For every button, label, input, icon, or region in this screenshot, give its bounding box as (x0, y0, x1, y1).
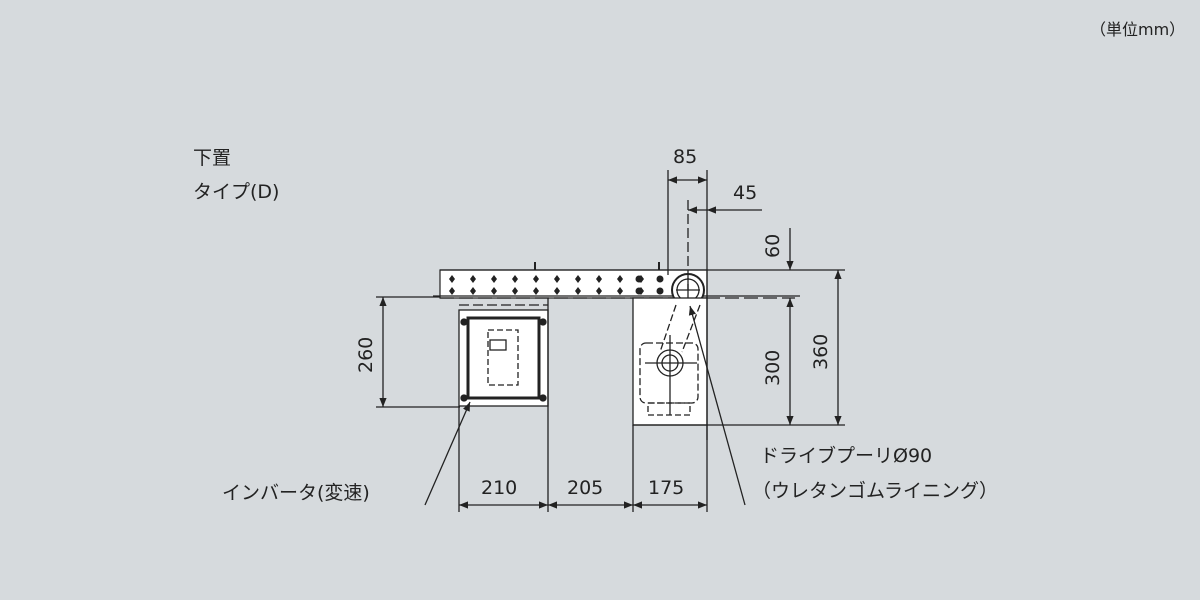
inverter-leader (424, 401, 471, 506)
roller-dot (491, 275, 497, 283)
roller-dot (470, 287, 476, 295)
roller-dot (533, 287, 539, 295)
dim-260: 260 (355, 336, 377, 373)
dim-175: 175 (648, 477, 685, 499)
pulley-leader (688, 305, 746, 506)
conveyor-dots (449, 275, 664, 295)
type-label-line1: 下置 (193, 147, 232, 169)
inverter-box (458, 304, 549, 407)
roller-dot (656, 287, 664, 295)
roller-dot (491, 287, 497, 295)
unit-note: （単位mm） (1090, 20, 1186, 39)
dim-205: 205 (567, 477, 604, 499)
dim-45: 45 (733, 182, 758, 204)
roller-dot (635, 275, 643, 283)
drive-pulley-callout-line1: ドライブプーリØ90 (760, 445, 933, 467)
roller-dot (575, 287, 581, 295)
roller-dot (512, 275, 518, 283)
roller-dot (449, 275, 455, 283)
roller-dot (533, 275, 539, 283)
dim-85: 85 (673, 146, 698, 168)
dim-210: 210 (481, 477, 518, 499)
roller-dot (617, 287, 623, 295)
roller-dot (554, 287, 560, 295)
inverter-callout: インバータ(変速) (222, 482, 370, 504)
roller-dot (596, 287, 602, 295)
roller-dot (656, 275, 664, 283)
type-label-line2: タイプ(D) (193, 181, 280, 203)
dim-300: 300 (762, 349, 784, 386)
roller-dot (449, 287, 455, 295)
roller-dot (596, 275, 602, 283)
roller-dot (470, 275, 476, 283)
dim-60: 60 (762, 233, 784, 258)
roller-dot (635, 287, 643, 295)
roller-dot (512, 287, 518, 295)
roller-dot (575, 275, 581, 283)
drive-unit (632, 297, 708, 426)
roller-dot (554, 275, 560, 283)
dim-360: 360 (810, 333, 832, 370)
roller-dot (617, 275, 623, 283)
conveyor-body (439, 269, 708, 299)
drive-pulley-callout-line2: （ウレタンゴムライニング） (752, 480, 999, 502)
